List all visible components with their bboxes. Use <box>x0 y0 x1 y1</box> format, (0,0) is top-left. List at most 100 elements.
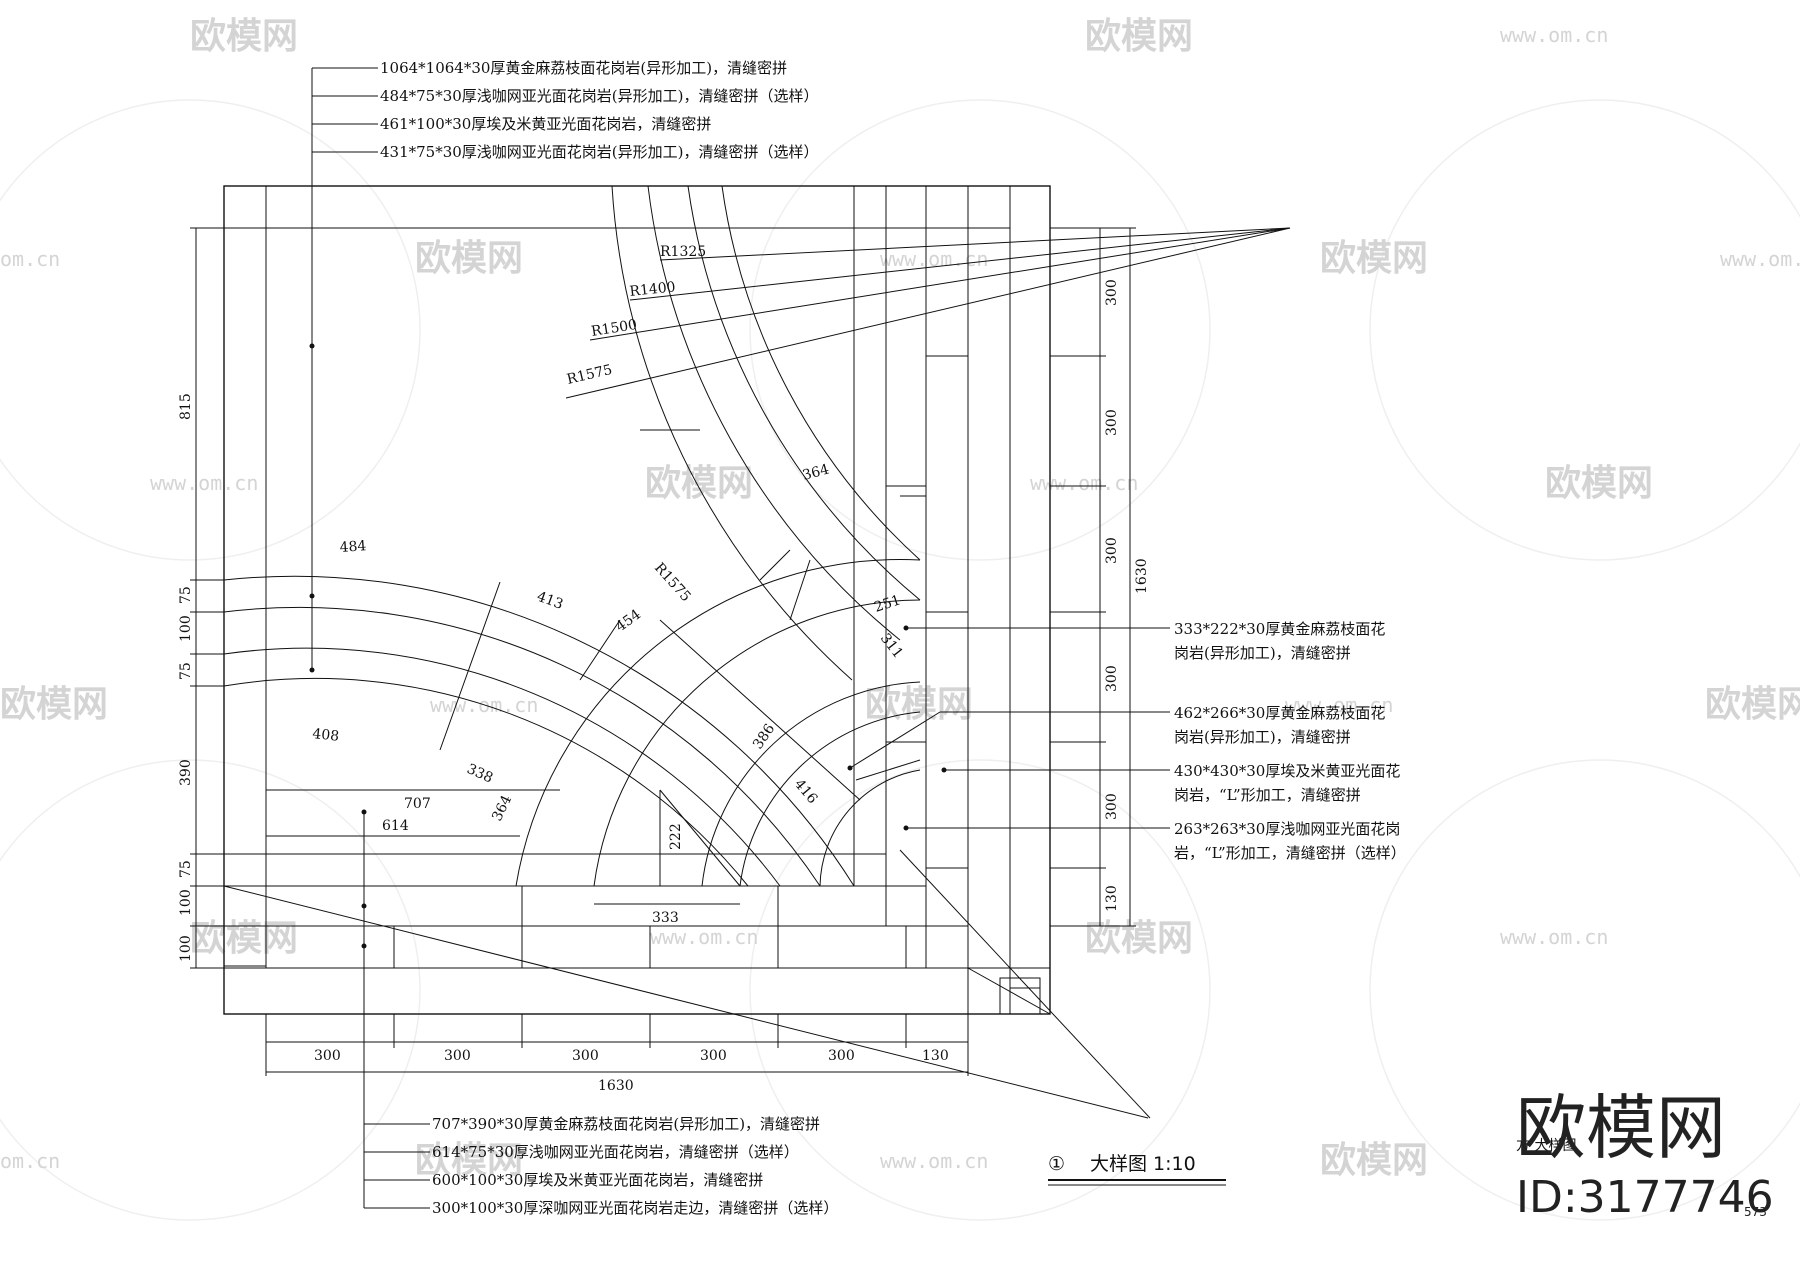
watermark-logo: 欧模网 <box>190 16 298 57</box>
callouts-top: 1064*1064*30厚黄金麻荔枝面花岗岩(异形加工)，清缝密拼 484*75… <box>309 59 819 673</box>
arc-dim: 338 <box>464 761 495 786</box>
dim-left: 100 <box>178 615 194 642</box>
arc-dim: 413 <box>535 589 566 613</box>
arc-dim: 484 <box>339 538 367 556</box>
dim-right: 300 <box>1104 279 1120 306</box>
callout-text: 461*100*30厚埃及米黄亚光面花岗岩，清缝密拼 <box>380 115 711 133</box>
dim-left: 75 <box>178 860 194 878</box>
callout-text: 岩，“L”形加工，清缝密拼（选样） <box>1174 844 1406 862</box>
callout-text: 岗岩(异形加工)，清缝密拼 <box>1174 644 1351 662</box>
arc-dim: 454 <box>613 607 644 636</box>
watermark-logo: 欧模网 <box>1705 684 1800 725</box>
brand-small: 573 <box>1744 1205 1767 1219</box>
callout-text: 484*75*30厚浅咖网亚光面花岗岩(异形加工)，清缝密拼（选样） <box>380 87 819 105</box>
dim-left: 75 <box>178 662 194 680</box>
dim-right: 300 <box>1104 665 1120 692</box>
dim-left: 75 <box>178 586 194 604</box>
watermark-site: www.om.cn <box>880 247 988 271</box>
callout-text: 707*390*30厚黄金麻荔枝面花岗岩(异形加工)，清缝密拼 <box>432 1115 820 1133</box>
watermark-site: www.om.cn <box>1500 925 1608 949</box>
dim-bottom: 300 <box>828 1048 855 1064</box>
frame <box>223 185 1051 1015</box>
watermark-logo: 欧模网 <box>415 238 523 279</box>
watermark-site: www.om.cn <box>1720 247 1800 271</box>
callout-text: 430*430*30厚埃及米黄亚光面花 <box>1174 762 1400 780</box>
callout-text: 岗岩，“L”形加工，清缝密拼 <box>1174 786 1361 804</box>
watermark-logo: 欧模网 <box>1320 238 1428 279</box>
dim-inner: 333 <box>652 910 679 926</box>
arc-dim: 364 <box>489 793 515 824</box>
dim-left: 390 <box>178 759 194 786</box>
dim-bottom-total: 1630 <box>598 1078 634 1094</box>
callout-text: 431*75*30厚浅咖网亚光面花岗岩(异形加工)，清缝密拼（选样） <box>380 143 819 161</box>
watermark-site: www.om.cn <box>150 471 258 495</box>
dims-right: 300 300 300 300 300 130 1630 <box>1050 227 1150 927</box>
title-symbol: ① <box>1048 1153 1065 1175</box>
brand-mark: 欧模网 ID:3177746 573 <box>1516 1087 1774 1223</box>
radius-label: R1575 <box>565 362 614 388</box>
brand-logo-text: 欧模网 <box>1516 1087 1726 1169</box>
callouts-bottom: 707*390*30厚黄金麻荔枝面花岗岩(异形加工)，清缝密拼 614*75*3… <box>361 809 838 1217</box>
watermark-site: www.om.cn <box>1285 693 1393 717</box>
callouts-right: 333*222*30厚黄金麻荔枝面花 岗岩(异形加工)，清缝密拼 462*266… <box>847 620 1406 862</box>
watermark-site: www.om.cn <box>1030 471 1138 495</box>
watermark-logo: 欧模网 <box>1545 463 1653 504</box>
watermark-logo: 欧模网 <box>1085 918 1193 959</box>
arc-dim: 386 <box>750 721 778 752</box>
arc-dim: 408 <box>312 726 340 745</box>
watermark-site: www.om.cn <box>1500 23 1608 47</box>
watermark-logo: 欧模网 <box>0 684 108 725</box>
arc-dim: 416 <box>791 776 820 807</box>
dim-inner: 614 <box>382 818 409 834</box>
radius-leaders: R1325 R1400 R1500 R1575 R1575 <box>565 227 1291 605</box>
radius-label: R1500 <box>590 317 638 340</box>
callout-text: 333*222*30厚黄金麻荔枝面花 <box>1174 620 1385 638</box>
dim-inner: 222 <box>668 823 684 850</box>
dim-bottom: 300 <box>314 1048 341 1064</box>
title-text: 大样图 1:10 <box>1090 1153 1196 1175</box>
callout-text: 300*100*30厚深咖网亚光面花岗岩走边，清缝密拼（选样） <box>432 1199 838 1217</box>
brand-id: ID:3177746 <box>1516 1172 1774 1223</box>
watermark-site: om.cn <box>0 1149 60 1173</box>
faded-title: 方 大样图 <box>1516 1138 1576 1154</box>
dim-bottom: 300 <box>572 1048 599 1064</box>
dim-left: 100 <box>178 935 194 962</box>
watermark-logo: 欧模网 <box>1085 16 1193 57</box>
dim-right: 300 <box>1104 537 1120 564</box>
callout-text: 263*263*30厚浅咖网亚光面花岗 <box>1174 820 1400 838</box>
watermark-site: www.om.cn <box>880 1149 988 1173</box>
dim-bottom: 300 <box>700 1048 727 1064</box>
dim-inner: 707 <box>404 796 431 812</box>
callout-text: 岗岩(异形加工)，清缝密拼 <box>1174 728 1351 746</box>
dim-right: 300 <box>1104 409 1120 436</box>
watermark-logo: 欧模网 <box>190 918 298 959</box>
radius-label: R1575 <box>651 560 694 605</box>
watermark-logo: 欧模网 <box>1320 1140 1428 1181</box>
arc-dim: 364 <box>801 461 831 483</box>
dim-right: 300 <box>1104 793 1120 820</box>
dim-left: 815 <box>178 393 194 420</box>
radius-label: R1400 <box>629 279 677 300</box>
arc-bands <box>223 185 1151 1119</box>
arc-dim: 311 <box>877 631 906 662</box>
dim-bottom: 130 <box>922 1048 949 1064</box>
arc-dim: 251 <box>872 592 902 615</box>
watermarks: 欧模网 欧模网 www.om.cn 欧模网 欧模网 om.cn www.om.c… <box>0 16 1800 1221</box>
radius-label: R1325 <box>660 244 706 260</box>
dims-left: 815 75 100 75 390 75 100 100 <box>178 227 224 969</box>
dims-bottom: 300 300 300 300 300 130 1630 <box>265 1014 969 1094</box>
watermark-logo: 欧模网 <box>865 684 973 725</box>
callout-text: 1064*1064*30厚黄金麻荔枝面花岗岩(异形加工)，清缝密拼 <box>380 59 787 77</box>
watermark-logo: 欧模网 <box>415 1140 523 1181</box>
dim-bottom: 300 <box>444 1048 471 1064</box>
watermark-site: www.om.cn <box>650 925 758 949</box>
dim-right-total: 1630 <box>1134 558 1150 594</box>
dim-right: 130 <box>1104 885 1120 912</box>
dim-left: 100 <box>178 889 194 916</box>
watermark-site: om.cn <box>0 247 60 271</box>
callout-text: 600*100*30厚埃及米黄亚光面花岗岩，清缝密拼 <box>432 1171 763 1189</box>
callout-text: 462*266*30厚黄金麻荔枝面花 <box>1174 704 1385 722</box>
watermark-logo: 欧模网 <box>645 463 753 504</box>
